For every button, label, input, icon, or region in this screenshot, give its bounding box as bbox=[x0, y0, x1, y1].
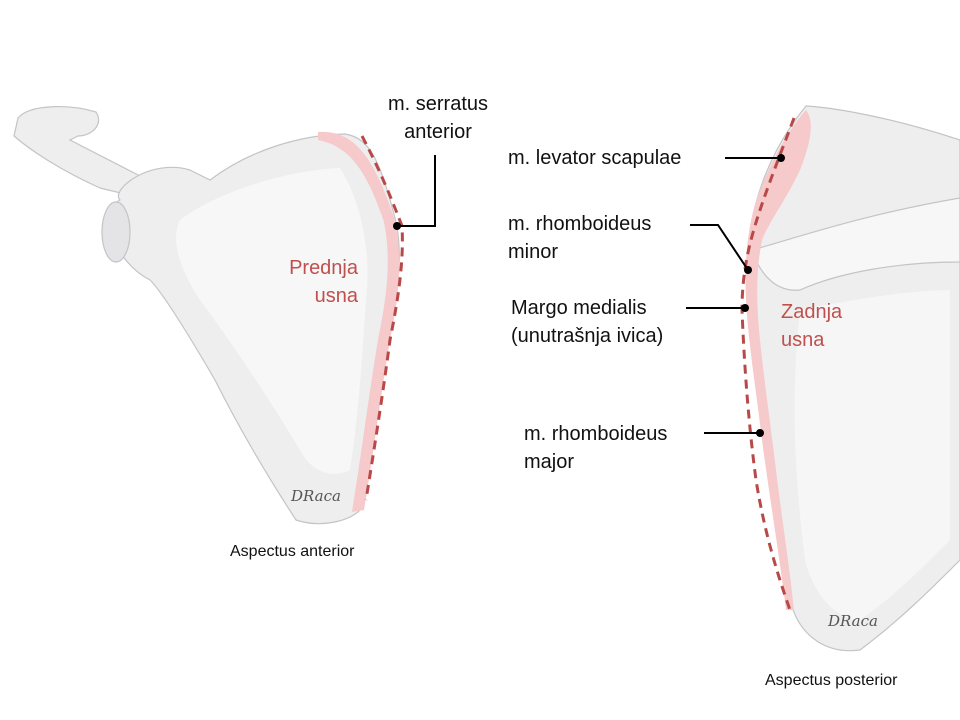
signature-anterior: DRaca bbox=[291, 487, 341, 505]
posterior-spine bbox=[751, 197, 960, 291]
anterior-fossa bbox=[176, 168, 368, 474]
serratus-leader bbox=[397, 155, 436, 227]
rh-minor-dot bbox=[744, 266, 752, 274]
posterior-scapula bbox=[686, 105, 960, 652]
rh-major-label: m. rhomboideus major bbox=[524, 423, 668, 473]
anterior-lip-dashes bbox=[360, 135, 404, 501]
levator-label: m. levator scapulae bbox=[508, 147, 682, 169]
posterior-fossa bbox=[794, 290, 950, 620]
posterior-lip-label: Zadnja usna bbox=[781, 301, 843, 351]
margo-dot bbox=[741, 304, 749, 312]
anterior-glenoid bbox=[101, 201, 131, 263]
levator-dot bbox=[777, 154, 785, 162]
anterior-scapula bbox=[13, 106, 436, 525]
rh-minor-leader bbox=[690, 224, 749, 271]
rh-major-dot bbox=[756, 429, 764, 437]
anterior-caption: Aspectus anterior bbox=[230, 543, 355, 560]
posterior-caption: Aspectus posterior bbox=[765, 672, 898, 689]
posterior-lip-band bbox=[745, 110, 811, 610]
serratus-label: m. serratus anterior bbox=[387, 93, 489, 143]
anterior-lip-label: Prednja usna bbox=[289, 257, 358, 307]
anterior-lip-band bbox=[318, 131, 400, 513]
posterior-lip-dashes bbox=[740, 117, 796, 611]
serratus-dot bbox=[393, 222, 401, 230]
signature-posterior: DRaca bbox=[828, 612, 878, 630]
margo-label: Margo medialis (unutrašnja ivica) bbox=[511, 297, 664, 347]
rh-minor-label: m. rhomboideus minor bbox=[508, 213, 652, 263]
